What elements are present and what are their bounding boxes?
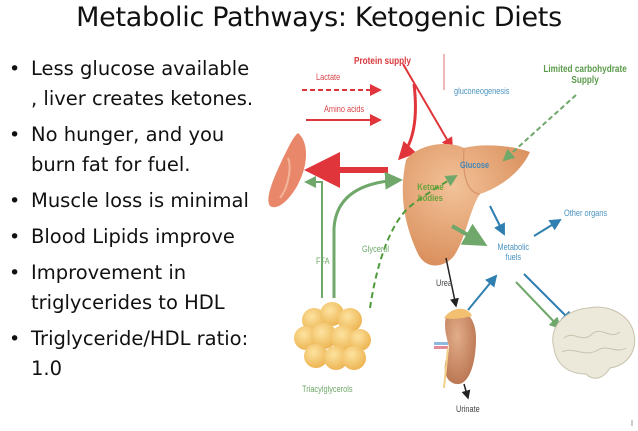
- bullet-dot-icon: •: [9, 262, 21, 284]
- label-other-organs: Other organs: [564, 208, 608, 218]
- bullet-item: •Blood Lipids improve: [6, 222, 256, 252]
- label-metabolic-fuels: Metabolic fuels: [497, 242, 530, 262]
- bullet-dot-icon: •: [9, 58, 21, 80]
- label-protein-supply: Protein supply: [354, 56, 411, 67]
- bullet-item: •No hunger, and you burn fat for fuel.: [6, 120, 256, 180]
- brain-icon: [552, 306, 636, 379]
- bullet-dot-icon: •: [9, 124, 21, 146]
- kidney-icon: [434, 308, 476, 389]
- label-limited-carbohydrate-supply: Limited carbohydrate Supply: [543, 64, 627, 86]
- label-lactate: Lactate: [316, 72, 341, 82]
- metabolic-pathway-diagram: Protein supply Lactate Amino acids gluco…: [258, 48, 638, 426]
- bullet-dot-icon: •: [9, 226, 21, 248]
- muscle-icon: [268, 133, 307, 208]
- label-glycerol: Glycerol: [362, 244, 390, 254]
- label-glucose: Glucose: [460, 160, 490, 170]
- diagram-graphics: [268, 54, 636, 426]
- label-ffa: FFA: [316, 256, 330, 266]
- label-ketone-bodies: Ketone bodies: [417, 182, 444, 204]
- bullet-item: •Less glucose available , liver creates …: [6, 54, 256, 114]
- label-urinate: Urinate: [456, 404, 480, 414]
- slide-title: Metabolic Pathways: Ketogenic Diets: [76, 2, 562, 33]
- label-urea: Urea: [436, 278, 453, 288]
- bullet-dot-icon: •: [9, 328, 21, 350]
- label-gluconeogenesis: gluconeogenesis: [454, 86, 510, 96]
- bullet-item: •Muscle loss is minimal: [6, 186, 256, 216]
- triacylglycerols-fat-icon: [294, 302, 371, 370]
- bullet-dot-icon: •: [9, 190, 21, 212]
- bullet-item: •Improvement in triglycerides to HDL: [6, 258, 256, 318]
- bullet-list: •Less glucose available , liver creates …: [6, 54, 256, 390]
- bullet-item: •Triglyceride/HDL ratio: 1.0: [6, 324, 256, 384]
- liver-icon: [402, 144, 530, 266]
- label-amino-acids: Amino acids: [324, 104, 365, 114]
- label-triacylglycerols: Triacylglycerols: [302, 384, 353, 394]
